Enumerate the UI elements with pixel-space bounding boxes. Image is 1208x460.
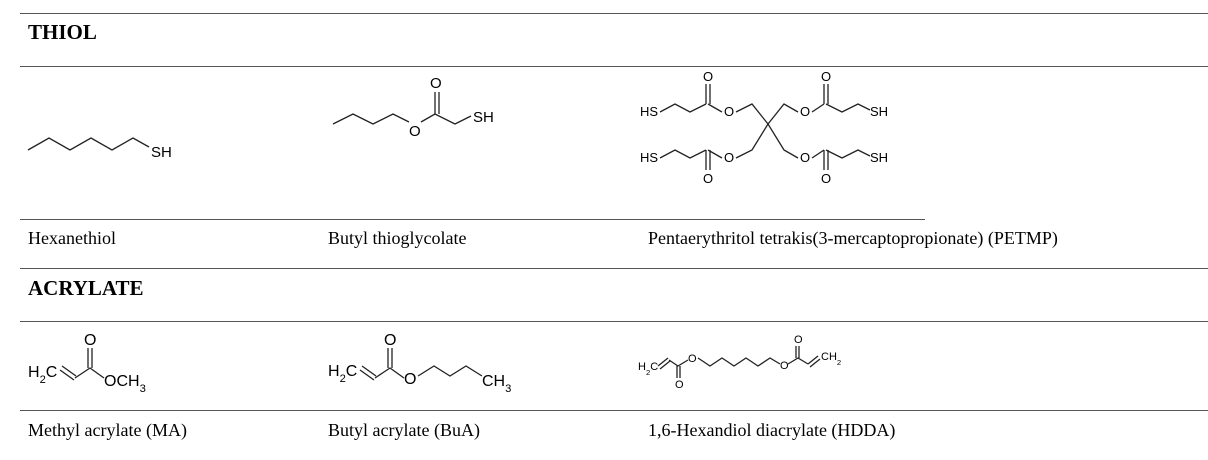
butyl-thioglycolate-name: Butyl thioglycolate (328, 228, 467, 248)
acrylate-section-heading: ACRYLATE (28, 276, 144, 300)
thiol-names-rule (20, 268, 1208, 269)
thiol-header-rule (20, 66, 1208, 67)
svg-text:CH3: CH3 (482, 373, 511, 395)
hdda-structure: H2C O O O O CH2 (638, 334, 841, 391)
svg-text:O: O (703, 69, 713, 84)
svg-text:HS: HS (640, 150, 658, 165)
svg-text:O: O (409, 123, 421, 140)
acrylate-header-rule (20, 321, 1208, 322)
svg-text:CH2: CH2 (821, 351, 841, 367)
svg-text:OCH3: OCH3 (104, 373, 146, 395)
hexanethiol-name: Hexanethiol (28, 228, 116, 248)
svg-text:O: O (794, 334, 803, 346)
svg-text:H2C: H2C (638, 361, 658, 377)
svg-text:HS: HS (640, 104, 658, 119)
hexanethiol-structure: SH (27, 137, 172, 161)
svg-text:SH: SH (151, 144, 172, 161)
svg-text:H2C: H2C (328, 363, 357, 385)
svg-text:SH: SH (870, 104, 888, 119)
svg-text:O: O (404, 371, 416, 388)
hdda-name: 1,6-Hexandiol diacrylate (HDDA) (648, 420, 896, 440)
butyl-acrylate-structure: H2C O O CH3 (328, 332, 511, 395)
thiol-section-heading: THIOL (28, 20, 97, 44)
svg-text:O: O (84, 332, 96, 349)
svg-text:SH: SH (870, 150, 888, 165)
svg-text:O: O (724, 150, 734, 165)
svg-text:O: O (780, 360, 789, 372)
svg-text:O: O (703, 171, 713, 186)
svg-text:O: O (675, 379, 684, 391)
svg-text:O: O (800, 150, 810, 165)
svg-text:O: O (430, 75, 442, 92)
svg-text:O: O (688, 353, 697, 365)
top-rule (20, 13, 1208, 14)
petmp-structure: HS O O O O SH HS O O O O SH (640, 69, 888, 186)
svg-text:O: O (821, 69, 831, 84)
methyl-acrylate-structure: H2C O OCH3 (28, 332, 146, 395)
acrylate-structure-rule (20, 410, 1208, 411)
svg-text:H2C: H2C (28, 364, 57, 386)
svg-text:O: O (384, 332, 396, 349)
svg-text:O: O (724, 104, 734, 119)
butyl-thioglycolate-structure: O O SH (332, 75, 494, 140)
petmp-name: Pentaerythritol tetrakis(3-mercaptopropi… (648, 228, 1058, 248)
methyl-acrylate-name: Methyl acrylate (MA) (28, 420, 187, 440)
butyl-acrylate-name: Butyl acrylate (BuA) (328, 420, 480, 440)
svg-text:SH: SH (473, 109, 494, 126)
svg-text:O: O (821, 171, 831, 186)
svg-text:O: O (800, 104, 810, 119)
thiol-structure-rule (20, 219, 925, 220)
